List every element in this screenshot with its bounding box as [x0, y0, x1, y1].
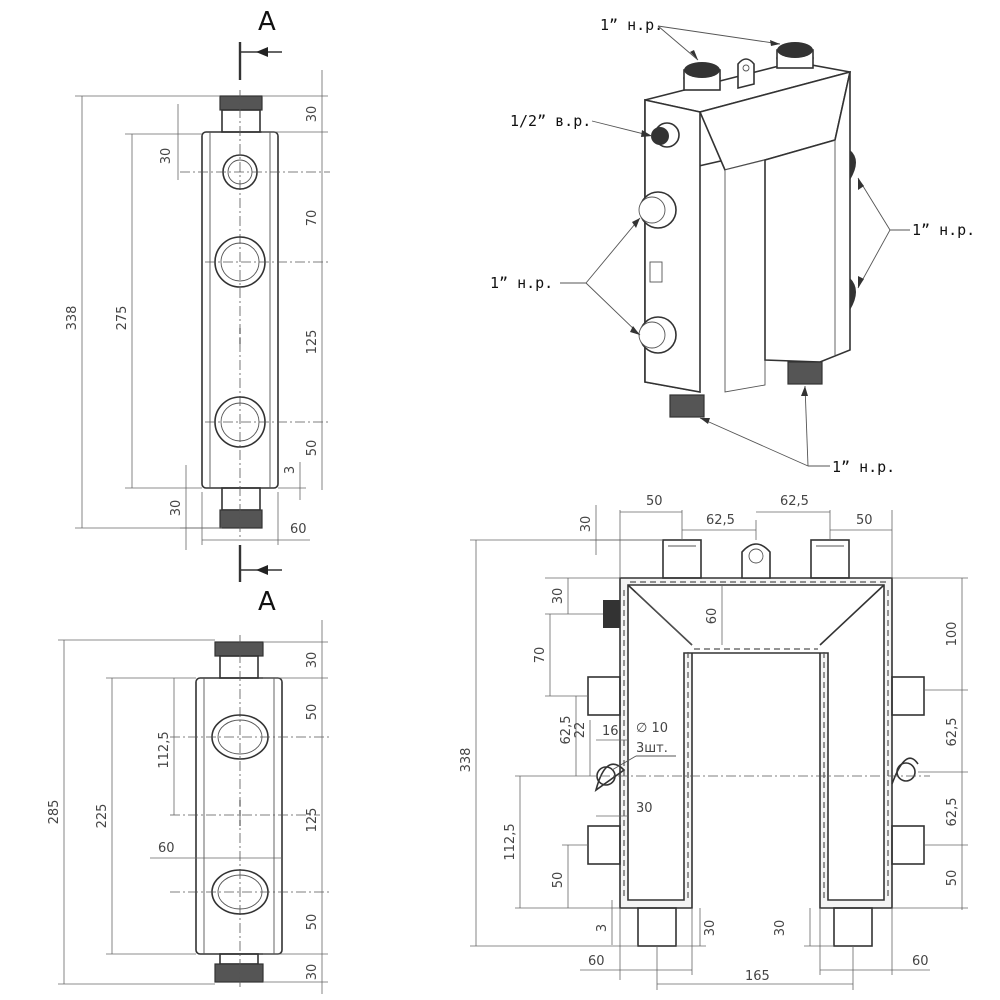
section-label-bottom: A	[258, 587, 276, 617]
isometric-view: 1” н.р. 1/2” в.р. 1” н.р. 1” н.р. 1” н.р…	[490, 16, 975, 476]
side-top-thread	[214, 641, 264, 657]
side-view: 285 225 112,5 60 30 50 125 50 30	[47, 620, 330, 994]
plan-hole-qty: 3шт.	[636, 741, 668, 756]
dim-275: 275	[115, 306, 130, 331]
plan-dim-70: 70	[533, 647, 548, 664]
dim-3: 3	[283, 466, 298, 474]
iso-label-half: 1/2” в.р.	[510, 112, 591, 130]
plan-dim-100: 100	[945, 622, 960, 647]
plan-dim-22: 22	[573, 722, 588, 739]
plan-dim-30-b1: 30	[703, 920, 718, 937]
dim-112-5: 112,5	[157, 731, 172, 768]
plan-dim-62-5-a: 62,5	[706, 513, 735, 528]
plan-dim-60-inner: 60	[705, 608, 720, 625]
plan-dim-3: 3	[595, 924, 610, 932]
front-view: A A 338 275	[65, 7, 330, 617]
dim-285: 285	[47, 800, 62, 825]
dim-side-50-b: 50	[305, 914, 320, 931]
plan-dim-338: 338	[459, 748, 474, 773]
dim-60: 60	[290, 522, 307, 537]
plan-dim-50-tr: 50	[856, 513, 873, 528]
iso-label-right: 1” н.р.	[912, 221, 975, 239]
plan-dim-30-b2: 30	[773, 920, 788, 937]
dim-60-side: 60	[158, 841, 175, 856]
plan-dim-16: 16	[602, 724, 619, 739]
plan-dim-30-top: 30	[579, 516, 594, 533]
dim-side-50-a: 50	[305, 704, 320, 721]
plan-dim-50-r: 50	[945, 870, 960, 887]
dim-30-top: 30	[305, 106, 320, 123]
iso-label-left: 1” н.р.	[490, 274, 553, 292]
dim-50: 50	[305, 440, 320, 457]
plan-dim-62-5-b: 62,5	[780, 494, 809, 509]
iso-label-bottom: 1” н.р.	[832, 458, 895, 476]
dim-338: 338	[65, 306, 80, 331]
section-label-top: A	[258, 7, 276, 37]
plan-dim-62-5-r2: 62,5	[945, 798, 960, 827]
side-bottom-thread	[214, 963, 264, 983]
plan-dim-62-5-r1: 62,5	[945, 718, 960, 747]
dim-225: 225	[95, 804, 110, 829]
dim-70: 70	[305, 210, 320, 227]
plan-view: 50 62,5 62,5 50 30 338 30 70 62,5 22 16 …	[459, 494, 968, 990]
plan-dim-50-tl: 50	[646, 494, 663, 509]
plan-dim-60-b1: 60	[588, 954, 605, 969]
plan-dim-30-left: 30	[551, 588, 566, 605]
plan-dim-112-5: 112,5	[503, 823, 518, 860]
plan-dim-30-mid: 30	[636, 801, 653, 816]
dim-125: 125	[305, 330, 320, 355]
dim-30-bottom: 30	[169, 500, 184, 517]
dim-side-125: 125	[305, 808, 320, 833]
top-thread	[219, 95, 263, 111]
bottom-thread	[219, 509, 263, 529]
plan-dim-165: 165	[745, 969, 770, 984]
dim-side-30-top: 30	[305, 652, 320, 669]
dim-30-port: 30	[159, 148, 174, 165]
plan-hole-dia: ∅ 10	[636, 721, 668, 736]
dim-side-30-bottom: 30	[305, 964, 320, 981]
plan-dim-62-5-left: 62,5	[559, 716, 574, 745]
plan-dim-50-left: 50	[551, 872, 566, 889]
side-body	[195, 677, 283, 955]
plan-dim-60-b2: 60	[912, 954, 929, 969]
iso-label-top: 1” н.р.	[600, 16, 663, 34]
